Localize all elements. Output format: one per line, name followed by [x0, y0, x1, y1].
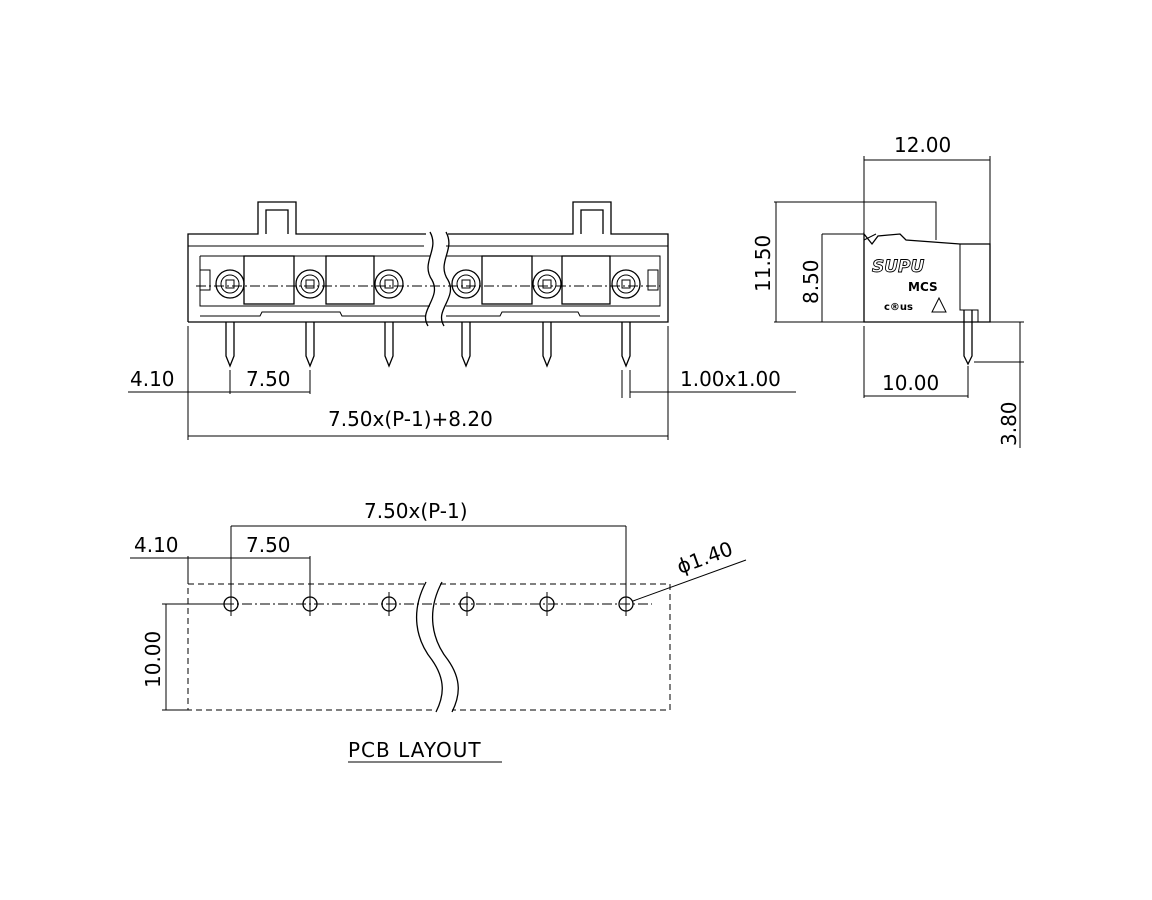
screw-6 — [611, 269, 641, 299]
pcb-hole-label: ϕ1.40 — [674, 536, 736, 578]
pocket-frame — [199, 255, 661, 307]
screw-4 — [451, 269, 481, 299]
cert-triangle-icon — [931, 296, 947, 313]
front-pins — [225, 322, 631, 368]
screw-2 — [295, 269, 325, 299]
front-offset-label: 4.10 — [130, 367, 175, 391]
front-break-line — [424, 231, 436, 327]
pcb-row-label: 10.00 — [141, 631, 165, 688]
latch-inner-left — [265, 209, 289, 234]
screw-5 — [532, 269, 562, 299]
pcb-layout: 7.50x(P-1) 4.10 7.50 10.00 ϕ1.40 PCB LAY… — [130, 499, 747, 763]
side-pin-span-label: 10.00 — [882, 371, 939, 395]
pcb-break-line-2 — [431, 581, 459, 713]
pcb-outline-left — [187, 583, 436, 711]
pcb-outline-right — [440, 583, 671, 711]
latch-inner-right — [580, 209, 604, 234]
pcb-hole-leader — [632, 559, 747, 602]
side-depth-label: 12.00 — [894, 133, 951, 157]
front-overall-label: 7.50x(P-1)+8.20 — [328, 407, 493, 431]
wire-window-2 — [325, 255, 375, 305]
side-body-step — [959, 244, 979, 322]
wire-window-1 — [243, 255, 295, 305]
cert-mark: c®us — [884, 302, 913, 313]
front-break-line-2 — [440, 231, 452, 327]
side-pin — [963, 310, 973, 366]
end-tab-right — [647, 269, 659, 291]
wire-window-3 — [481, 255, 533, 305]
pcb-layout-title: PCB LAYOUT — [348, 738, 482, 762]
side-pin-length-label: 3.80 — [997, 401, 1021, 446]
screw-1 — [215, 269, 245, 299]
end-tab-left — [199, 269, 211, 291]
side-view: 12.00 11.50 8.50 10.00 3.80 SUPU MCS c®u… — [751, 133, 1024, 448]
pcb-pitch-label: 7.50 — [246, 533, 291, 557]
pcb-break-line — [415, 581, 443, 713]
side-body-outline — [863, 232, 991, 323]
pin-section-label: 1.00x1.00 — [680, 367, 781, 391]
front-pitch-label: 7.50 — [246, 367, 291, 391]
bottom-contour — [200, 311, 660, 317]
pcb-offset-label: 4.10 — [134, 533, 179, 557]
wire-window-4 — [561, 255, 611, 305]
front-view: 4.10 7.50 1.00x1.00 7.50x(P-1)+8.20 — [128, 201, 796, 440]
brand-logo-text: SUPU — [872, 257, 925, 277]
side-height-body-label: 8.50 — [799, 259, 823, 304]
side-body-notch — [863, 233, 877, 241]
pcb-formula-label: 7.50x(P-1) — [364, 499, 468, 523]
screw-3 — [374, 269, 404, 299]
side-ext-height-total — [774, 201, 937, 240]
side-height-total-label: 11.50 — [751, 235, 775, 292]
housing-outline — [187, 201, 669, 323]
series-label: MCS — [908, 280, 938, 294]
